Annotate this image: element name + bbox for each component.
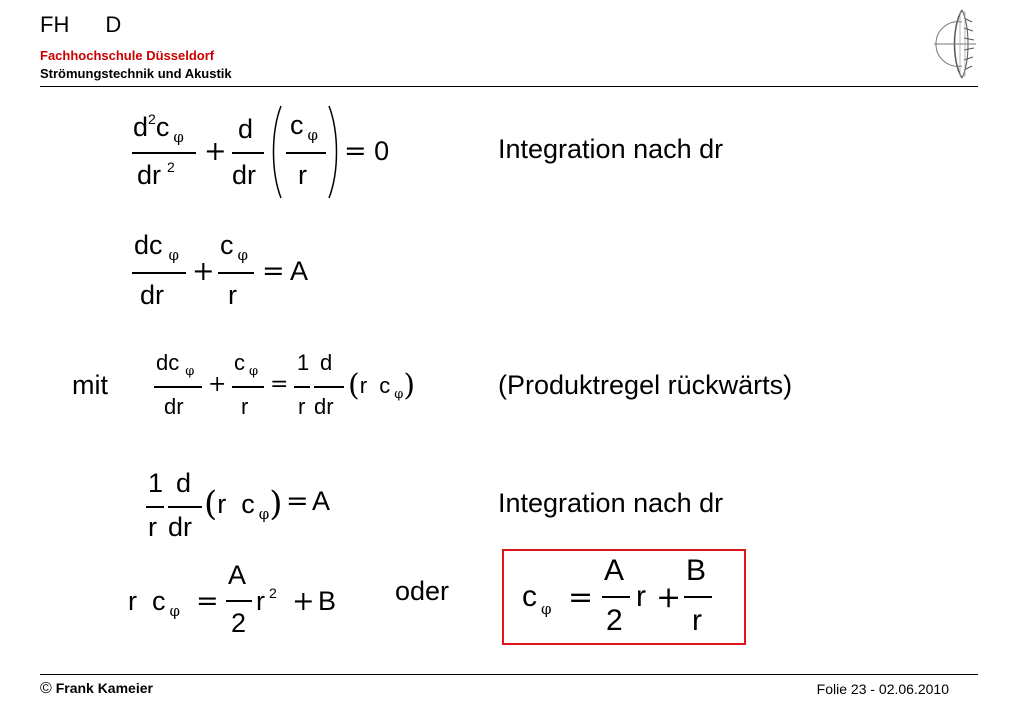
eq4-equals: = (286, 486, 309, 517)
eq1-den2: dr (232, 160, 257, 190)
eq1-paren-left (272, 105, 282, 199)
eq3-den2: r (241, 394, 249, 419)
result-frac1-bar (602, 596, 630, 598)
eq4-frac2-bar (168, 506, 202, 508)
eq2-den1: dr (140, 280, 165, 310)
eq5-frac-bar (226, 600, 252, 602)
eq5-equals: = (196, 586, 219, 617)
eq1-note: Integration nach dr (498, 134, 724, 164)
eq2-rhs: A (290, 256, 309, 286)
turbine-emblem-icon (934, 9, 976, 79)
result-box (502, 549, 746, 645)
eq2-frac1-bar (132, 272, 186, 274)
result-frac2-num: B (686, 554, 707, 587)
eq1-frac1-bar (132, 152, 196, 154)
eq4-den2: dr (168, 512, 193, 542)
copyright-icon: © (40, 680, 52, 697)
eq3-plus: + (208, 372, 227, 397)
department-name: Strömungstechnik und Akustik (40, 66, 232, 81)
eq1-paren-right (328, 105, 338, 199)
result-frac2-den: r (692, 604, 702, 637)
result-frac1-den: 2 (606, 604, 623, 637)
result-frac1-num: A (604, 554, 625, 587)
eq4-num1: 1 (148, 468, 164, 498)
eq4-rhs: A (312, 486, 331, 516)
eq3-den1: dr (164, 394, 184, 419)
eq2-frac2-bar (218, 272, 254, 274)
fh-logo-text: FH D (40, 12, 121, 38)
eq3-frac2-bar (232, 386, 264, 388)
eq3-frac4-bar (314, 386, 344, 388)
institution-name: Fachhochschule Düsseldorf (40, 48, 215, 63)
eq4-note: Integration nach dr (498, 488, 724, 518)
eq3-den4: dr (314, 394, 334, 419)
eq3-prefix: mit (72, 370, 108, 400)
eq3-frac1-bar (154, 386, 202, 388)
eq1-frac2-bar (232, 152, 264, 154)
footer-slide-info: Folie 23 - 02.06.2010 (816, 681, 949, 697)
result-frac2-bar (684, 596, 712, 598)
eq2-equals: = (262, 256, 285, 287)
eq5-b: B (318, 586, 337, 616)
author-name: Frank Kameier (55, 680, 153, 696)
eq1-equals-zero: = 0 (344, 136, 390, 167)
eq4-den1: r (148, 512, 157, 542)
header-divider (40, 86, 978, 87)
eq1-inner-den: r (298, 160, 307, 190)
eq2-plus: + (192, 256, 215, 287)
eq3-num3: 1 (297, 350, 310, 375)
eq5-frac-den: 2 (231, 608, 247, 638)
result-r: r (636, 580, 646, 613)
eq5-connector: oder (395, 576, 450, 606)
footer-author: © Frank Kameier (40, 680, 153, 698)
footer-divider (40, 674, 978, 675)
eq5-frac-num: A (228, 560, 247, 590)
eq3-equals: = (270, 372, 289, 397)
eq1-inner-bar (286, 152, 326, 154)
eq3-num4: d (320, 350, 333, 375)
eq4-num2: d (176, 468, 192, 498)
eq4-frac1-bar (146, 506, 164, 508)
logo-fh: FH (40, 12, 70, 37)
eq2-den2: r (228, 280, 237, 310)
eq1-num2: d (238, 114, 254, 144)
eq3-note: (Produktregel rückwärts) (498, 370, 793, 400)
result-plus: + (656, 580, 682, 615)
eq1-plus: + (204, 136, 227, 167)
eq3-den3: r (298, 394, 306, 419)
result-equals: = (568, 580, 594, 615)
eq5-plus: + (292, 586, 315, 617)
eq3-frac3-bar (294, 386, 310, 388)
logo-d: D (105, 12, 122, 37)
